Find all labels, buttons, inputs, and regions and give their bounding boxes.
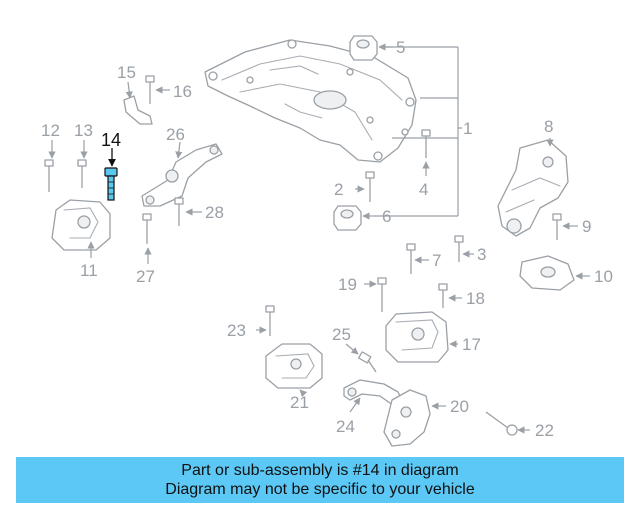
callout-12: 12: [41, 121, 60, 140]
subframe-part-1: [204, 39, 417, 163]
callout-9: 9: [582, 217, 591, 236]
leader-lines: [48, 43, 590, 434]
bolt-part-7: [406, 243, 416, 274]
callout-17: 17: [462, 335, 481, 354]
bushing-part-5: [349, 35, 378, 61]
callout-15: 15: [117, 63, 136, 82]
callout-5: 5: [396, 38, 405, 57]
callout-28: 28: [205, 203, 224, 222]
callout-8: 8: [544, 117, 553, 136]
callout-14: 14: [101, 130, 121, 150]
callout-24: 24: [336, 417, 355, 436]
bolt-part-19: [377, 277, 387, 312]
callout-20: 20: [450, 397, 469, 416]
callout-19: 19: [338, 275, 357, 294]
parts-diagram: 1 2 3 4 5 6 7 8 9 10 11 12 13 14 15 16 1…: [41, 35, 613, 447]
bolt-part-27: [142, 213, 152, 244]
callout-25: 25: [332, 325, 351, 344]
bolt-part-22: [485, 411, 518, 436]
callout-1: 1: [463, 119, 472, 138]
callout-2: 2: [334, 180, 343, 199]
highlight-caption-banner: Part or sub-assembly is #14 in diagram D…: [16, 457, 624, 503]
callout-26: 26: [166, 125, 185, 144]
bolt-part-18: [438, 283, 448, 308]
bolt-part-12: [44, 159, 54, 192]
callout-6: 6: [382, 207, 391, 226]
bolt-part-4: [421, 129, 431, 158]
bolt-part-2: [365, 171, 375, 202]
mount-part-10: [519, 255, 575, 291]
callout-labels: 1 2 3 4 5 6 7 8 9 10 11 12 13 14 15 16 1…: [41, 38, 613, 440]
mount-part-17: [385, 311, 449, 363]
callout-11: 11: [80, 261, 98, 280]
bolt-part-25: [358, 351, 377, 373]
callout-22: 22: [535, 421, 554, 440]
bolt-part-16: [145, 75, 155, 104]
bolt-part-13: [77, 159, 87, 188]
bolt-part-28: [174, 197, 184, 226]
bolt-part-14: [104, 167, 118, 201]
callout-13: 13: [74, 121, 93, 140]
callout-27: 27: [136, 267, 155, 286]
callout-23: 23: [227, 321, 246, 340]
bracket-part-8: [497, 139, 569, 237]
callout-7: 7: [432, 251, 441, 270]
bolt-part-3: [454, 235, 464, 262]
callout-18: 18: [466, 289, 485, 308]
caption-line-2: Diagram may not be specific to your vehi…: [165, 481, 475, 498]
caption-line-1: Part or sub-assembly is #14 in diagram: [181, 462, 459, 479]
callout-4: 4: [419, 180, 428, 199]
bracket-part-20: [383, 389, 431, 447]
bolt-part-23: [265, 305, 275, 336]
mount-part-11: [51, 199, 111, 251]
mount-part-21: [265, 343, 323, 389]
callout-16: 16: [173, 82, 192, 101]
bolt-part-9: [552, 213, 562, 240]
callout-21: 21: [290, 393, 309, 412]
torque-arm-part-26: [141, 143, 223, 207]
bracket-part-15: [123, 95, 153, 125]
callout-10: 10: [594, 267, 613, 286]
bushing-part-6: [333, 205, 362, 231]
callout-3: 3: [477, 245, 486, 264]
